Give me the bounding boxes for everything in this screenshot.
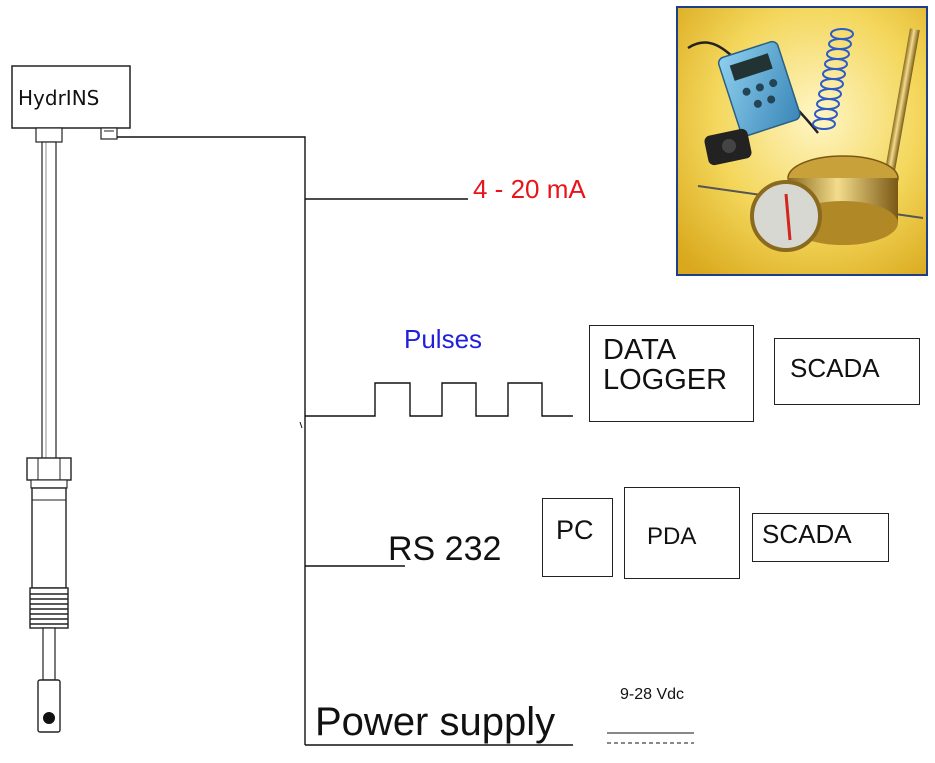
pc-box <box>542 498 613 577</box>
sensor-connector <box>100 127 118 140</box>
scada-label-serial: SCADA <box>762 519 852 549</box>
scada-label-pulses: SCADA <box>790 353 880 383</box>
sensor-stem <box>41 141 57 461</box>
data-logger-box <box>589 325 754 422</box>
pulse-wire <box>305 382 573 417</box>
sensor-neck <box>35 127 63 143</box>
cable <box>117 136 306 745</box>
analog-output-label: 4 - 20 mA <box>473 174 586 204</box>
sensor-nut <box>26 457 72 481</box>
coiled-cable <box>812 28 854 130</box>
probe-rod <box>881 28 920 193</box>
scada-box-serial <box>752 513 889 562</box>
pda-label: PDA <box>647 523 697 550</box>
sensor-thread <box>29 587 69 629</box>
product-photo <box>676 6 928 276</box>
brass-housing <box>750 155 899 252</box>
rs232-label: RS 232 <box>388 530 502 568</box>
pda-box <box>624 487 740 579</box>
sensor-label: HydrINS <box>18 86 100 110</box>
voltage-label: 9-28 Vdc <box>620 686 685 703</box>
sensor-head <box>11 65 131 129</box>
pc-label: PC <box>556 515 594 545</box>
power-supply-label: Power supply <box>315 700 556 744</box>
sensor-probe-dot <box>43 712 55 724</box>
scada-box-pulses <box>774 338 920 405</box>
sensor-probe <box>37 679 61 733</box>
pulses-label: Pulses <box>404 324 483 354</box>
data-logger-label: DATA LOGGER <box>603 334 728 397</box>
product-photo-illustration <box>678 8 926 274</box>
sensor-body <box>31 487 67 589</box>
handheld-meter <box>717 40 801 137</box>
sensor-lower-stem <box>42 627 56 681</box>
